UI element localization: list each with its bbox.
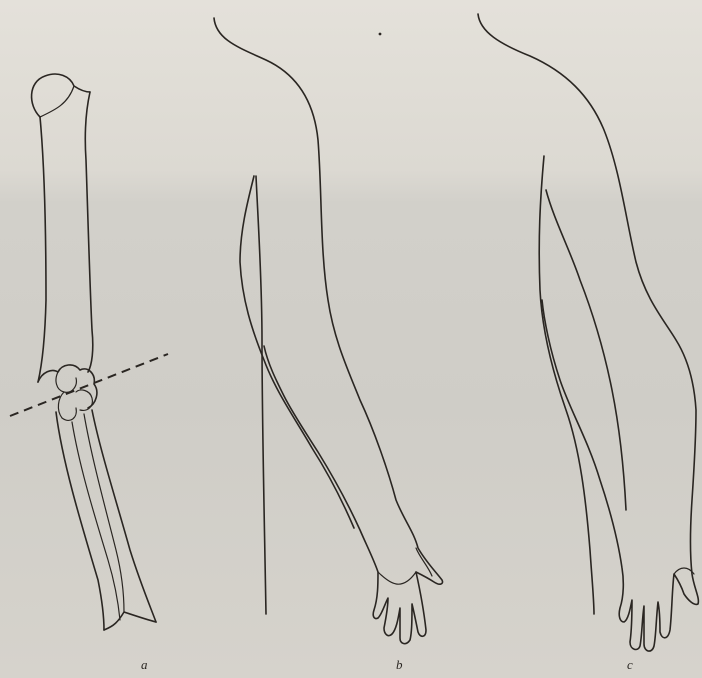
wrist-end bbox=[104, 612, 156, 630]
humerus-shaft-left bbox=[38, 117, 46, 382]
arm-outline-b bbox=[214, 18, 443, 644]
arm-b-thumb bbox=[416, 548, 432, 576]
humerus-head bbox=[32, 74, 90, 117]
ulna-right-edge bbox=[72, 422, 120, 620]
arm-b-inner-contour bbox=[240, 176, 354, 528]
arm-outline-c bbox=[478, 14, 698, 651]
label-a: a bbox=[141, 657, 148, 673]
radial-head bbox=[76, 390, 92, 410]
elbow-olecranon bbox=[58, 392, 76, 420]
humerus-head-rim bbox=[40, 86, 74, 117]
arm-b-trunk-line bbox=[256, 176, 266, 614]
label-c: c bbox=[627, 657, 633, 673]
label-b: b bbox=[396, 657, 403, 673]
arm-c-trunk-line bbox=[539, 156, 594, 614]
arm-skeleton-drawing bbox=[10, 74, 168, 630]
elbow-condyle-inner bbox=[56, 372, 76, 392]
arm-c-outer-contour bbox=[478, 14, 698, 651]
radius-right-edge bbox=[92, 410, 156, 622]
arm-b-palm-crease bbox=[378, 572, 416, 584]
humerus-shaft-right bbox=[85, 92, 93, 372]
paper-speck bbox=[379, 33, 382, 36]
radius-left-edge bbox=[84, 414, 124, 612]
arm-b-outer-contour bbox=[214, 18, 443, 644]
arm-c-inner-contour bbox=[546, 190, 626, 510]
